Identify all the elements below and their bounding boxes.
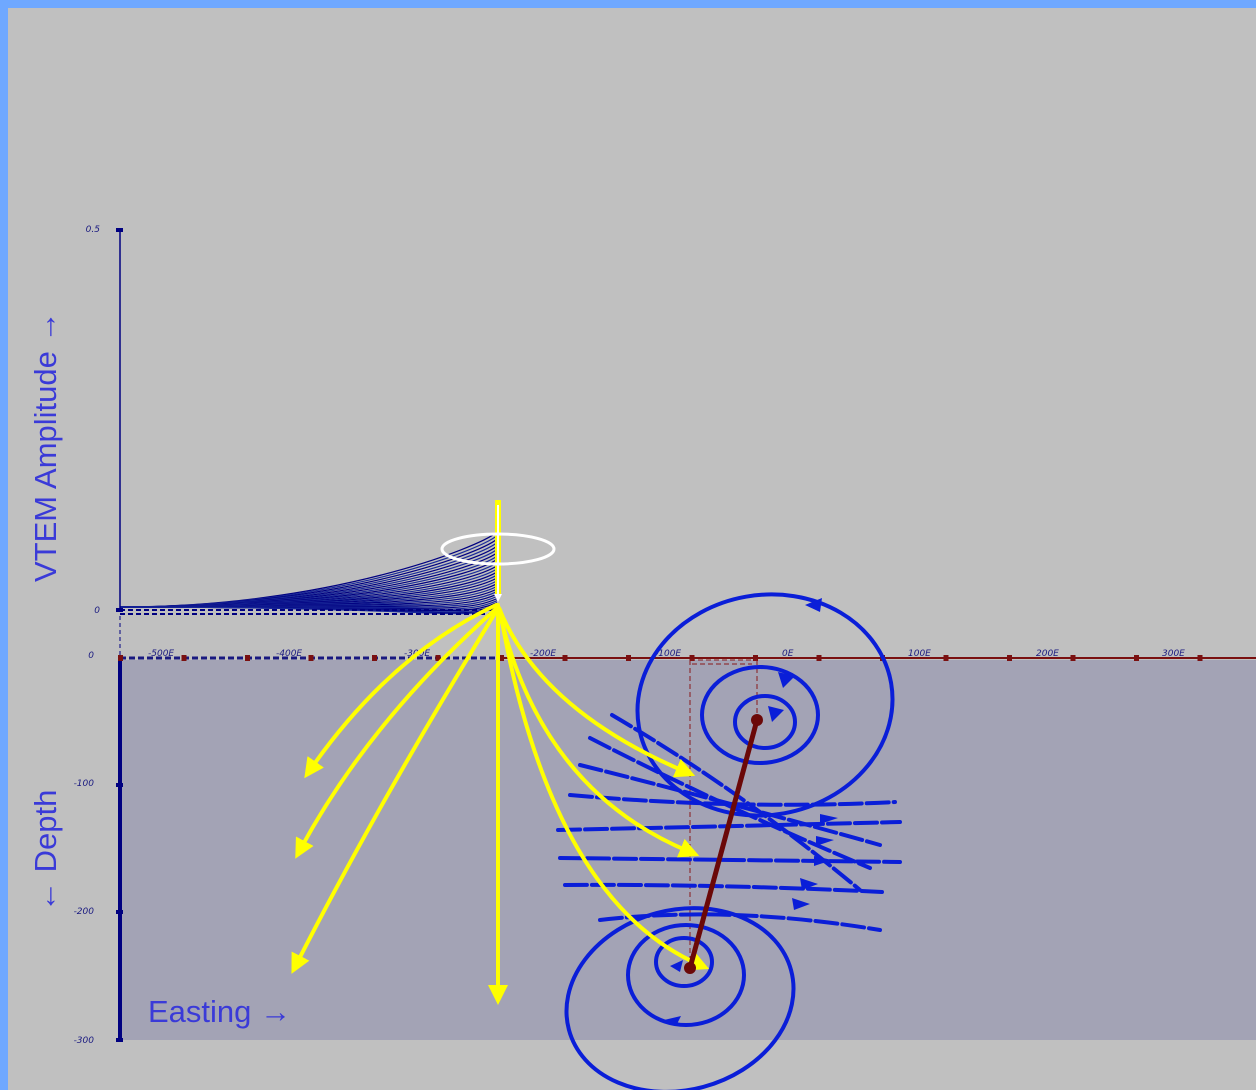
easting-tick-mark — [1070, 655, 1076, 661]
easting-axis-title: Easting → — [148, 994, 291, 1029]
easting-tick-mark — [943, 655, 949, 661]
easting-tick-mark — [499, 655, 504, 661]
easting-tick-label: 300E — [1162, 649, 1185, 659]
easting-tick-mark — [1007, 655, 1012, 661]
easting-surface-line: -500E -400E -300E -200E -100E 0E 100E 20… — [118, 649, 1256, 661]
easting-tick-mark — [562, 655, 568, 661]
depth-tick-label: -100 — [74, 779, 95, 789]
easting-tick-mark — [118, 655, 123, 661]
easting-tick-label: -500E — [148, 649, 174, 659]
eddy-current-loops — [564, 592, 895, 1090]
easting-tick-mark — [435, 655, 441, 661]
transmitter-loop — [440, 532, 556, 566]
depth-axis: 0 -100 -200 -300 — [74, 651, 123, 1046]
easting-tick-mark — [626, 655, 631, 661]
easting-tick-mark — [1134, 655, 1139, 661]
diagram-frame: 0.5 0 0 -100 -200 -300 -500E -400E -300E… — [8, 8, 1256, 1090]
easting-tick-mark — [689, 655, 695, 661]
easting-tick-label: 200E — [1036, 649, 1059, 659]
easting-tick-label: -100E — [655, 649, 681, 659]
easting-tick-mark — [816, 655, 822, 661]
vtem-diagram: 0.5 0 0 -100 -200 -300 -500E -400E -300E… — [28, 225, 1256, 1090]
eddy-current-arrows — [664, 598, 838, 1026]
easting-tick-label: 100E — [908, 649, 931, 659]
easting-tick-label: -400E — [276, 649, 302, 659]
depth-tick-label: -300 — [74, 1036, 95, 1046]
easting-tick-mark — [372, 655, 377, 661]
vtem-decay-curves — [119, 531, 498, 615]
primary-field-lines — [291, 603, 710, 1005]
easting-tick-label: 0E — [782, 649, 794, 659]
easting-tick-mark — [181, 655, 187, 661]
easting-tick-mark — [308, 655, 314, 661]
easting-tick-mark — [753, 655, 758, 661]
depth-tick-label: -200 — [74, 907, 95, 917]
conductor-plate — [684, 714, 763, 974]
eddy-current-flow-lines — [556, 713, 902, 932]
depth-tick-label: 0 — [88, 651, 94, 661]
easting-tick-mark — [245, 655, 250, 661]
amplitude-axis-title: VTEM Amplitude → — [28, 312, 63, 582]
easting-tick-label: -200E — [530, 649, 556, 659]
easting-tick-mark — [1197, 655, 1203, 661]
amplitude-tick-label: 0 — [94, 606, 100, 616]
depth-axis-title: ← Depth — [28, 790, 63, 912]
conductor-projection-guides — [689, 659, 758, 968]
amplitude-tick-label: 0.5 — [86, 225, 101, 235]
amplitude-axis: 0.5 0 — [86, 225, 500, 656]
